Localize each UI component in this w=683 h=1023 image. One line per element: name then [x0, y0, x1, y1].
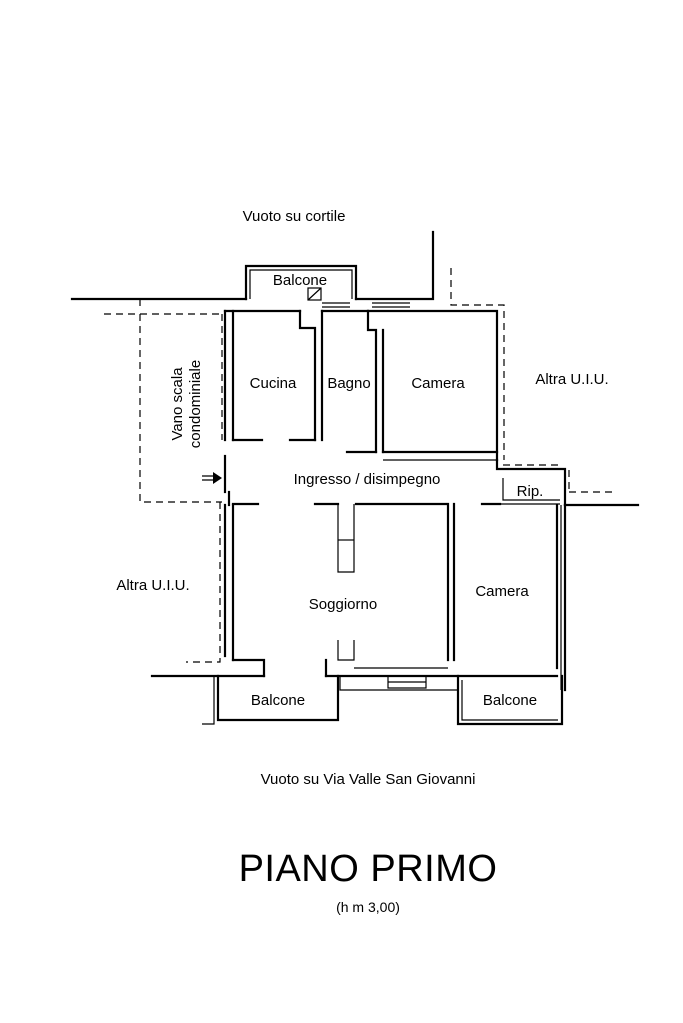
- balcony-bottom-left-label: Balcone: [251, 692, 305, 709]
- stairwell-label-line2: condominiale: [187, 360, 204, 448]
- street-void-label: Vuoto su Via Valle San Giovanni: [261, 771, 476, 788]
- page-title: PIANO PRIMO: [239, 848, 498, 890]
- balcony-top-label: Balcone: [273, 272, 327, 289]
- bathroom-label: Bagno: [327, 375, 370, 392]
- walls: [70, 230, 640, 726]
- bedroom-bottom-label: Camera: [475, 583, 529, 600]
- bedroom-top-label: Camera: [411, 375, 465, 392]
- storage-label: Rip.: [517, 483, 544, 500]
- courtyard-void-label: Vuoto su cortile: [243, 208, 346, 225]
- entrance-arrow-icon: [202, 472, 222, 484]
- other-unit-left-label: Altra U.I.U.: [116, 577, 189, 594]
- other-unit-right-label: Altra U.I.U.: [535, 371, 608, 388]
- property-boundaries: [104, 268, 505, 663]
- kitchen-label: Cucina: [250, 375, 297, 392]
- living-room-label: Soggiorno: [309, 596, 377, 613]
- hallway-label: Ingresso / disimpegno: [294, 471, 441, 488]
- stairwell-label-line1: Vano scala: [169, 367, 186, 441]
- balcony-bottom-right-label: Balcone: [483, 692, 537, 709]
- page-subtitle: (h m 3,00): [336, 899, 400, 915]
